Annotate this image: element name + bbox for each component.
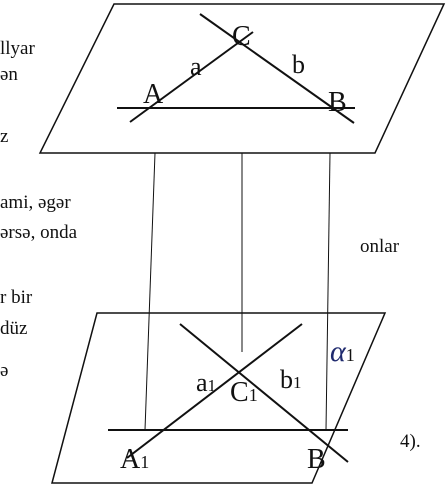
- text-fragment-5: ərsə, onda: [0, 222, 78, 243]
- label-B-lower: B: [307, 444, 326, 475]
- projection-line-A: [144, 152, 156, 431]
- label-C1: C1: [230, 377, 258, 408]
- lower-plane: [51, 312, 387, 484]
- label-A: A: [143, 79, 164, 110]
- line-b: [199, 13, 355, 124]
- text-fragment-8: düz: [0, 318, 28, 339]
- projection-line-B: [325, 152, 331, 431]
- text-fragment-7: r bir: [0, 287, 33, 308]
- text-fragment-3: z: [0, 126, 9, 147]
- line-b1: [179, 323, 349, 463]
- text-fragment-10: 4).: [400, 431, 421, 452]
- text-fragment-4: ami, əgər: [0, 192, 71, 213]
- text-fragment-1: llyar: [0, 38, 35, 59]
- label-alpha1: α1: [330, 335, 355, 368]
- label-C: C: [232, 21, 251, 52]
- text-fragment-6: onlar: [360, 236, 400, 257]
- label-B: B: [328, 87, 347, 118]
- line-a1: [126, 323, 303, 459]
- label-a: a: [190, 52, 202, 81]
- text-fragment-2: ən: [0, 64, 18, 85]
- label-b: b: [292, 50, 305, 79]
- label-a1: a1: [196, 368, 216, 397]
- label-A1: A1: [120, 444, 149, 475]
- label-b1: b1: [280, 365, 302, 394]
- text-fragment-9: ə: [0, 360, 9, 381]
